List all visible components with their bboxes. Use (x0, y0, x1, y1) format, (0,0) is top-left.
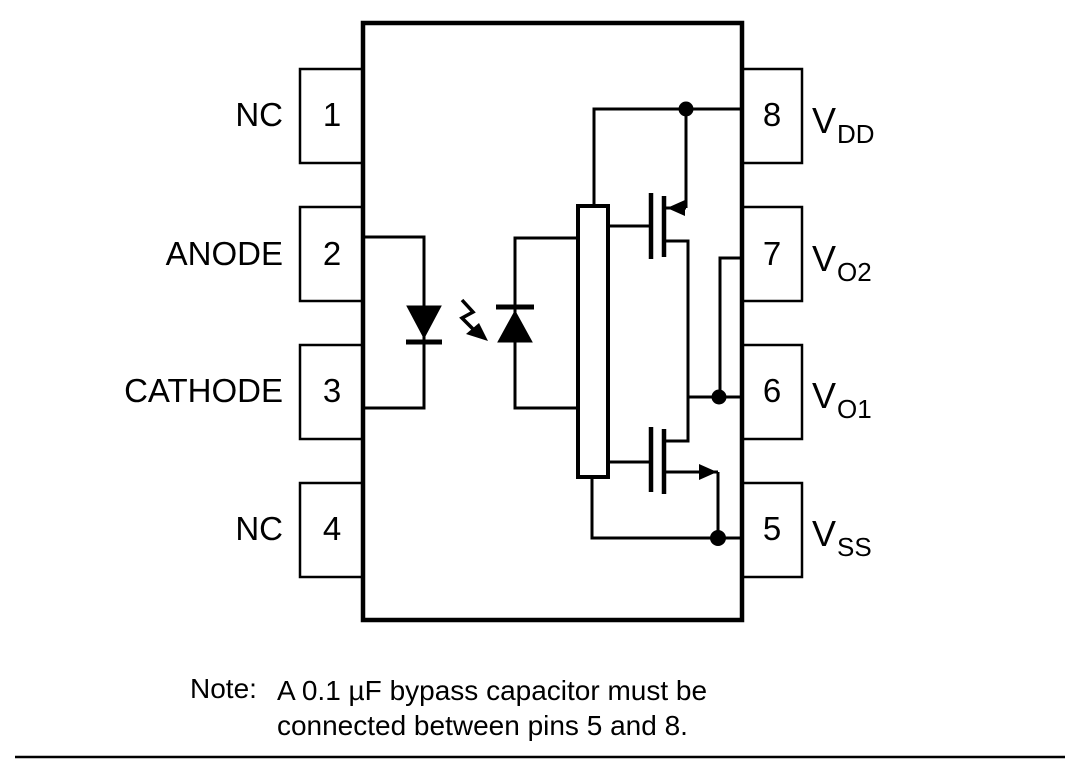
note-line-2: connected between pins 5 and 8. (276, 710, 688, 741)
pin-2-function-label: ANODE (165, 234, 283, 272)
note-prefix: Note: (190, 673, 257, 704)
pin-7-function-label: VO2 (812, 238, 872, 287)
pin-box-2 (298, 205, 365, 303)
pmos-arrow (667, 200, 685, 216)
vss-sub: SS (837, 532, 872, 562)
amplifier-block (576, 204, 610, 479)
note-text: A 0.1 µF bypass capacitor must be connec… (277, 673, 707, 743)
photodiode-symbol (496, 304, 534, 343)
light-arrow-zigzag (459, 298, 477, 333)
nmos-arrow (699, 464, 717, 480)
pin-number-3: 3 (322, 371, 342, 409)
vo2-sub: O2 (837, 257, 872, 287)
nmos-drain-lead (664, 397, 690, 443)
pin-5-function-label: VSS (812, 513, 872, 562)
pin-number-6: 6 (762, 371, 782, 409)
pin-3-function-label: CATHODE (124, 371, 283, 409)
nmos-transistor (608, 397, 720, 538)
vdd-sub: DD (837, 119, 875, 149)
led-triangle (406, 305, 442, 340)
vo1-sub: O1 (837, 394, 872, 424)
pin-8-function-label: VDD (812, 100, 875, 149)
vo1-main: V (812, 375, 837, 416)
pin-1-function-label: NC (235, 95, 283, 133)
pmos-drain-lead (664, 239, 690, 397)
vss-junction-dot (710, 530, 726, 546)
pin-number-8: 8 (762, 95, 782, 133)
pin-6-function-label: VO1 (812, 375, 872, 424)
pin-number-5: 5 (762, 509, 782, 547)
pin-box-5 (740, 481, 804, 579)
vdd-main: V (812, 100, 837, 141)
pmos-transistor (608, 109, 690, 397)
pin-number-7: 7 (762, 234, 782, 272)
left-pin-boxes (298, 67, 365, 579)
vo2-wire (718, 256, 742, 397)
led-symbol (406, 305, 442, 345)
vo2-main: V (812, 238, 837, 279)
light-arrow-head (466, 323, 488, 341)
photodiode-triangle (497, 309, 533, 343)
pin-box-7 (740, 205, 804, 303)
pin-number-4: 4 (322, 509, 342, 547)
vss-main: V (812, 513, 837, 554)
pin-4-function-label: NC (235, 509, 283, 547)
note-line-1: A 0.1 µF bypass capacitor must be (276, 675, 708, 706)
right-pin-boxes (740, 67, 804, 579)
bypass-capacitor-note: Note: A 0.1 µF bypass capacitor must be … (190, 673, 707, 743)
pin-number-1: 1 (322, 95, 342, 133)
pin-box-3 (298, 343, 365, 441)
vss-wire (590, 477, 742, 540)
pin-number-2: 2 (322, 234, 342, 272)
light-arrow-icon (459, 298, 488, 341)
